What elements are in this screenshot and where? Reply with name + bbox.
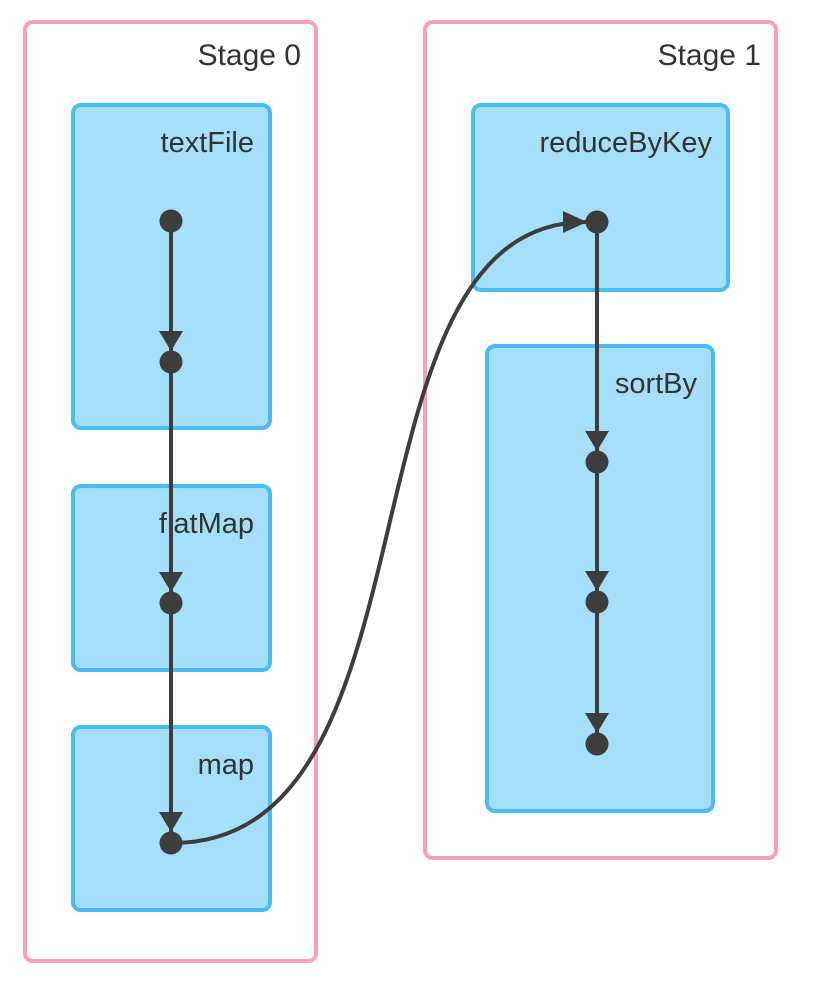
operator-flatmap-label: flatMap [158,508,254,540]
rdd-dot-sortby-1[interactable] [585,450,609,474]
operator-map-label: map [197,749,254,781]
operator-textfile-label: textFile [160,127,254,159]
rdd-dot-flatmap-1[interactable] [159,591,183,615]
operator-reducebykey-box: reduceByKey [471,103,730,292]
stage-0-label: Stage 0 [197,39,301,72]
operator-reducebykey-label: reduceByKey [539,127,713,159]
rdd-dot-reducebykey-1[interactable] [585,210,609,234]
rdd-dot-textfile-1[interactable] [159,209,183,233]
rdd-dot-textfile-2[interactable] [159,350,183,374]
stage-0-cluster[interactable]: Stage 0 textFile flatMap map [23,20,318,963]
stage-1-label: Stage 1 [657,39,761,72]
rdd-dot-sortby-2[interactable] [585,590,609,614]
operator-sortby-label: sortBy [614,368,697,400]
operator-map-box: map [71,725,272,912]
rdd-dot-map-1[interactable] [159,831,183,855]
operator-textfile-box: textFile [71,103,272,430]
rdd-dot-sortby-3[interactable] [585,732,609,756]
operator-flatmap-box: flatMap [71,484,272,672]
